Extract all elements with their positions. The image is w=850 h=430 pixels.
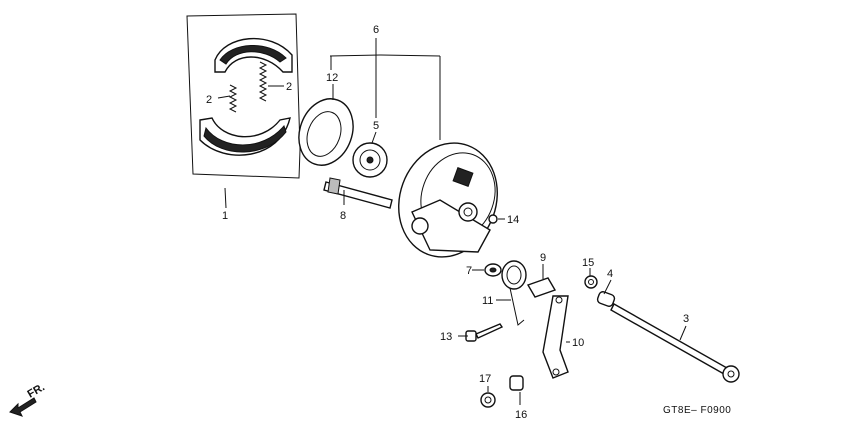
- callout-9: 9: [540, 252, 546, 264]
- part-4-collar: [596, 291, 616, 307]
- part-17-nut: [480, 392, 496, 408]
- part-5-gear: [352, 142, 388, 178]
- part-12-oil-seal: [298, 98, 354, 166]
- callout-2-right: 2: [286, 81, 292, 93]
- callout-14: 14: [507, 214, 519, 226]
- callout-4: 4: [607, 268, 613, 280]
- callout-5: 5: [373, 120, 379, 132]
- part-6-brake-panel: [398, 142, 498, 258]
- callout-labels: 1 2 2 3 4 5 6 7 8 9 10 11 12 13 14 15 16…: [206, 24, 689, 421]
- part-10-lever: [542, 295, 569, 379]
- callout-12: 12: [326, 72, 338, 84]
- leader-lines: [217, 38, 687, 405]
- part-8-shaft: [323, 177, 393, 209]
- diagram-code: GT8E– F0900: [663, 405, 731, 416]
- part-14-bolt: [488, 214, 498, 224]
- callout-17: 17: [479, 373, 491, 385]
- callout-11: 11: [482, 295, 493, 307]
- brake-spring-left: [228, 84, 238, 113]
- upper-shoe-lining: [219, 45, 287, 65]
- brake-spring-right: [258, 61, 268, 102]
- part-15-nut: [584, 275, 598, 289]
- callout-7: 7: [466, 265, 472, 277]
- callout-8: 8: [340, 210, 346, 222]
- callout-2-left: 2: [206, 94, 212, 106]
- upper-brake-shoe: [214, 37, 293, 73]
- callout-13: 13: [440, 331, 452, 343]
- part-16-sleeve: [509, 375, 524, 391]
- part-13-bolt: [465, 323, 504, 342]
- lower-shoe-lining: [203, 124, 287, 153]
- front-arrow-icon: [9, 397, 37, 417]
- direction-label: FR.: [26, 381, 47, 400]
- front-direction-indicator: FR.: [9, 381, 47, 417]
- part-9-plate: [526, 277, 557, 298]
- callout-16: 16: [515, 409, 527, 421]
- callout-10: 10: [572, 337, 584, 349]
- part-7-washer: [484, 263, 502, 277]
- part-11-torsion-spring: [501, 260, 527, 326]
- callout-3: 3: [683, 313, 689, 325]
- callout-6: 6: [373, 24, 379, 36]
- part-3-long-bolt: [610, 303, 740, 383]
- brake-shoe-group: [186, 13, 301, 179]
- brake-shoe-box: [186, 13, 301, 179]
- callout-15: 15: [582, 257, 594, 269]
- callout-1: 1: [222, 210, 228, 222]
